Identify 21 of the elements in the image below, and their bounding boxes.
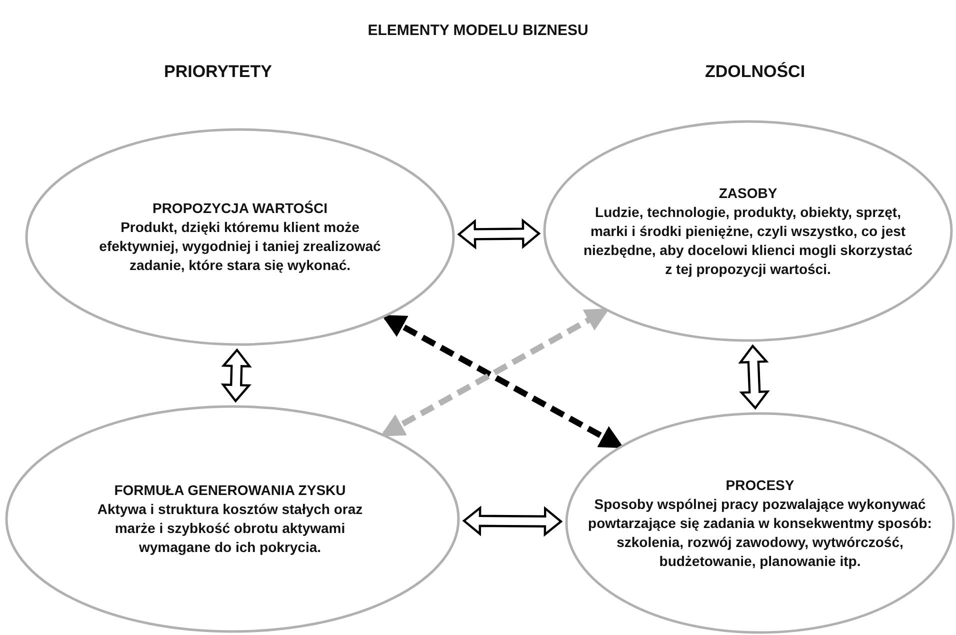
node-description: Aktywa i struktura kosztów stałych oraz marże i szybkość obrotu aktywami wymagane do ich pokrycia. [96, 500, 364, 557]
node-heading: FORMUŁA GENEROWANIA ZYSKU [114, 481, 346, 500]
column-heading: PRIORYTETY [164, 62, 272, 82]
diagram-title: ELEMENTY MODELU BIZNESU [368, 22, 588, 39]
dashed-double-arrow [380, 308, 610, 437]
node-description: Ludzie, technologie, produkty, obiekty, sprzęt, marki i środki pieniężne, czyli wszystko, co jest niezbędne, aby docelowi klienci mogli skorzystać z tej propozycji wartości. [583, 202, 913, 278]
hollow-double-arrow [457, 218, 541, 250]
node-heading: PROPOZYCJA WARTOŚCI [152, 199, 328, 218]
ellipse-node [5, 405, 460, 633]
node-description: Sposoby wspólnej pracy pozwalające wykonywać powtarzające się zadania w konsekwentmy sposób: szkolenia, rozwój zawodowy, wytwórczość, budżetowanie, planowanie itp. [587, 494, 933, 570]
hollow-double-arrow [462, 506, 563, 537]
ellipse-node [565, 412, 955, 634]
column-heading: ZDOLNOŚCI [704, 62, 806, 82]
ellipse-node [543, 120, 953, 342]
node-description: Produkt, dzięki któremu klient może efektywniej, wygodniej i taniej zrealizować zadanie, które stara się wykonać. [98, 218, 382, 275]
node-heading: ZASOBY [718, 184, 778, 202]
hollow-double-arrow [220, 348, 252, 403]
dashed-double-arrow [382, 314, 624, 448]
hollow-double-arrow [738, 344, 770, 410]
ellipse-node [25, 128, 455, 346]
node-heading: PROCESY [726, 476, 794, 494]
